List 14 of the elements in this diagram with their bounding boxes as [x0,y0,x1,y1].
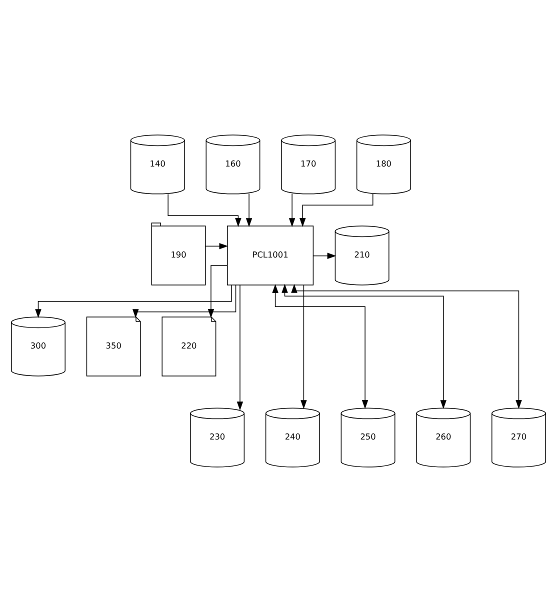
arrow [272,284,368,409]
arrow [208,265,228,318]
arrow [168,194,242,227]
arrow [246,193,252,228]
arrow [282,284,447,410]
arrow [291,284,522,409]
arrow [288,193,296,228]
node-box: PCL1001 [227,226,314,286]
arrow [312,252,336,259]
arrow [300,284,307,410]
arrow [132,284,236,318]
arrow [205,243,228,250]
arrow [236,284,244,411]
arrow [35,284,232,318]
